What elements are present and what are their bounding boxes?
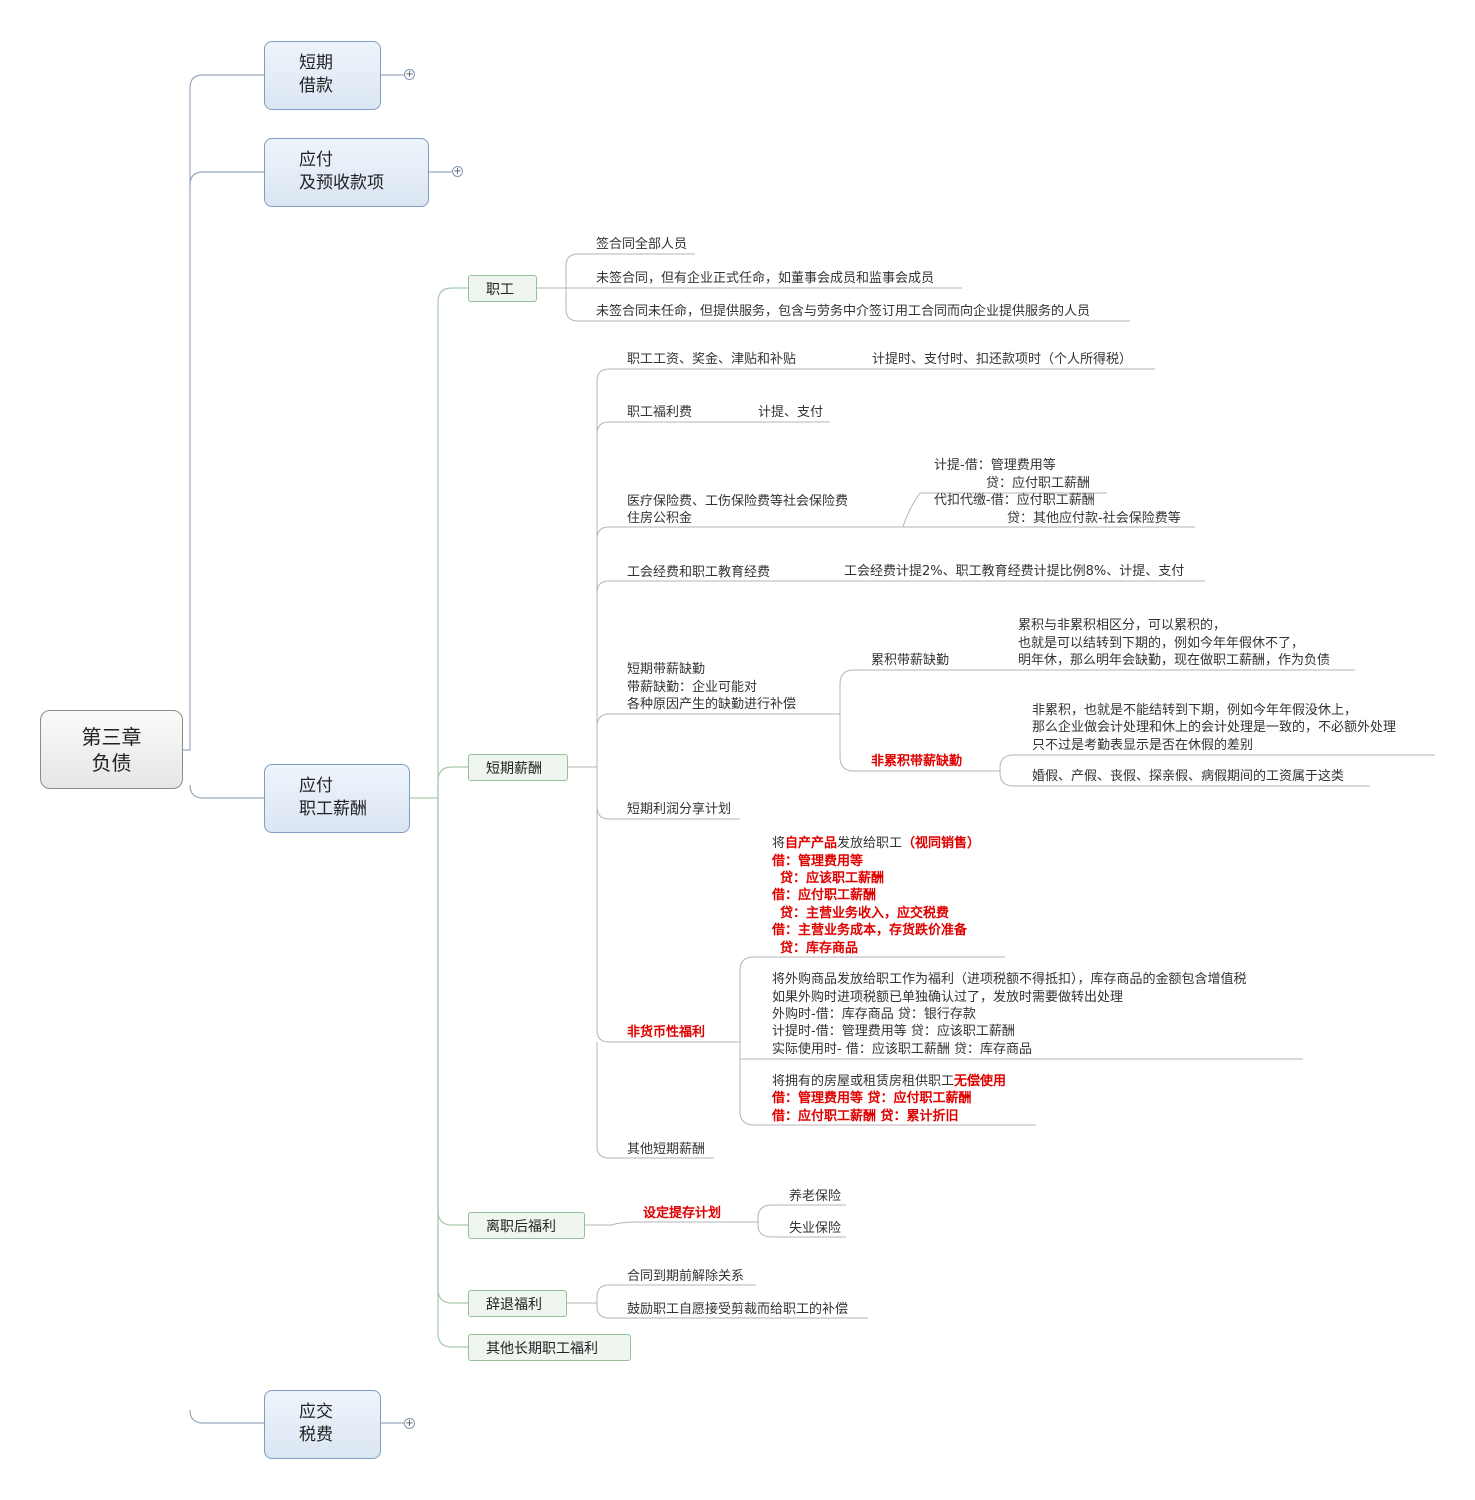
noncumulative-note[interactable]: 婚假、产假、丧假、探亲假、病假期间的工资属于这类 — [1032, 769, 1345, 784]
housing-title[interactable]: 将拥有的房屋或租赁房租供职工无偿使用 — [772, 1073, 1006, 1090]
own-products-title[interactable]: 将自产产品发放给职工（视同销售） — [772, 835, 980, 852]
housing-entry[interactable]: 借：应付职工薪酬 贷：累计折旧 — [772, 1109, 959, 1124]
topic-short-loan-line2: 借款 — [299, 76, 333, 96]
cumulative-note[interactable]: 累积与非累积相区分，可以累积的， — [1018, 618, 1227, 633]
bought-goods-line[interactable]: 外购时-借：库存商品 贷：银行存款 — [772, 1007, 976, 1022]
absence-label-line1[interactable]: 短期带薪缺勤 — [627, 662, 706, 677]
topic-taxes-line2: 税费 — [299, 1425, 333, 1445]
cumulative-note[interactable]: 明年休，那么明年会缺勤，现在做职工薪酬，作为负债 — [1018, 653, 1331, 668]
insurance-label-line1[interactable]: 医疗保险费、工伤保险费等社会保险费 — [627, 494, 849, 509]
cumulative-absence[interactable]: 累积带薪缺勤 — [871, 653, 950, 668]
wages-note[interactable]: 计提时、支付时、扣还款项时（个人所得税） — [872, 352, 1133, 367]
text-segment: 将 — [772, 836, 786, 851]
text-highlight: （视同销售） — [902, 836, 981, 851]
central-topic[interactable]: 第三章 负债 — [40, 710, 183, 789]
unemployment-insurance[interactable]: 失业保险 — [789, 1221, 842, 1236]
staff-item[interactable]: 未签合同未任命，但提供服务，包含与劳务中介签订用工合同而向企业提供服务的人员 — [596, 304, 1091, 319]
pension-insurance[interactable]: 养老保险 — [789, 1189, 842, 1204]
nonmonetary-benefit[interactable]: 非货币性福利 — [627, 1025, 706, 1040]
central-topic-line2: 负债 — [91, 750, 132, 775]
own-products-entry[interactable]: 借：主营业务成本，存货跌价准备 — [772, 923, 968, 938]
topic-payables[interactable]: 应付 及预收款项 — [264, 138, 429, 207]
text-highlight: 自产产品 — [785, 836, 838, 851]
topic-taxes[interactable]: 应交 税费 — [264, 1390, 381, 1459]
bought-goods-line[interactable]: 实际使用时- 借：应该职工薪酬 贷：库存商品 — [772, 1042, 1032, 1057]
noncumulative-note[interactable]: 那么企业做会计处理和休上的会计处理是一致的，不必额外处理 — [1032, 720, 1397, 735]
noncumulative-note[interactable]: 只不过是考勤表显示是否在休假的差别 — [1032, 738, 1254, 753]
expand-icon[interactable]: + — [404, 69, 415, 80]
expand-icon[interactable]: + — [452, 166, 463, 177]
cumulative-note[interactable]: 也就是可以结转到下期的，例如今年年假休不了， — [1018, 636, 1305, 651]
staff-item[interactable]: 未签合同，但有企业正式任命，如董事会成员和监事会成员 — [596, 271, 935, 286]
profit-sharing[interactable]: 短期利润分享计划 — [627, 802, 732, 817]
insurance-label-line2[interactable]: 住房公积金 — [627, 511, 693, 526]
noncumulative-absence[interactable]: 非累积带薪缺勤 — [871, 754, 963, 769]
topic-payables-line2: 及预收款项 — [299, 173, 384, 193]
own-products-entry[interactable]: 贷：应该职工薪酬 — [780, 871, 885, 886]
subtopic-other-long-term[interactable]: 其他长期职工福利 — [468, 1334, 631, 1361]
insurance-note[interactable]: 代扣代缴-借：应付职工薪酬 — [934, 493, 1095, 508]
union-note[interactable]: 工会经费计提2%、职工教育经费计提比例8%、计提、支付 — [844, 564, 1185, 579]
welfare-note[interactable]: 计提、支付 — [758, 405, 824, 420]
expand-icon[interactable]: + — [404, 1418, 415, 1429]
bought-goods-line[interactable]: 如果外购时进项税额已单独确认过了，发放时需要做转出处理 — [772, 990, 1124, 1005]
insurance-note[interactable]: 贷：其他应付款-社会保险费等 — [1007, 511, 1181, 526]
topic-short-loan[interactable]: 短期 借款 — [264, 41, 381, 110]
text-segment: 发放给职工 — [837, 836, 903, 851]
housing-entry[interactable]: 借：管理费用等 贷：应付职工薪酬 — [772, 1091, 972, 1106]
union-label[interactable]: 工会经费和职工教育经费 — [627, 565, 771, 580]
topic-taxes-line1: 应交 — [299, 1402, 333, 1422]
absence-label-line2[interactable]: 带薪缺勤：企业可能对 — [627, 680, 758, 695]
text-highlight: 无偿使用 — [954, 1074, 1007, 1089]
absence-label-line3[interactable]: 各种原因产生的缺勤进行补偿 — [627, 697, 797, 712]
own-products-entry[interactable]: 贷：主营业务收入，应交税费 — [780, 906, 950, 921]
insurance-note[interactable]: 贷：应付职工薪酬 — [986, 476, 1091, 491]
topic-payroll-line1: 应付 — [299, 776, 333, 796]
topic-payables-line1: 应付 — [299, 150, 333, 170]
termination-item[interactable]: 合同到期前解除关系 — [627, 1269, 745, 1284]
staff-item[interactable]: 签合同全部人员 — [596, 237, 688, 252]
topic-payroll[interactable]: 应付 职工薪酬 — [264, 764, 410, 833]
text-segment: 将拥有的房屋或租赁房租供职工 — [772, 1074, 955, 1089]
topic-short-loan-line1: 短期 — [299, 53, 333, 73]
topic-payroll-line2: 职工薪酬 — [299, 799, 367, 819]
noncumulative-note[interactable]: 非累积，也就是不能结转到下期，例如今年年假没休上， — [1032, 703, 1358, 718]
welfare-label[interactable]: 职工福利费 — [627, 405, 693, 420]
termination-item[interactable]: 鼓励职工自愿接受剪裁而给职工的补偿 — [627, 1302, 849, 1317]
subtopic-post-employment[interactable]: 离职后福利 — [468, 1212, 585, 1239]
subtopic-staff[interactable]: 职工 — [468, 275, 537, 302]
subtopic-termination[interactable]: 辞退福利 — [468, 1290, 567, 1317]
bought-goods-line[interactable]: 将外购商品发放给职工作为福利（进项税额不得抵扣），库存商品的金额包含增值税 — [772, 972, 1247, 987]
bought-goods-line[interactable]: 计提时-借：管理费用等 贷：应该职工薪酬 — [772, 1024, 1015, 1039]
insurance-note[interactable]: 计提-借：管理费用等 — [934, 458, 1056, 473]
central-topic-line1: 第三章 — [81, 724, 142, 749]
defined-contribution-plan[interactable]: 设定提存计划 — [643, 1206, 722, 1221]
own-products-entry[interactable]: 借：应付职工薪酬 — [772, 888, 877, 903]
subtopic-short-pay[interactable]: 短期薪酬 — [468, 754, 568, 781]
wages-label[interactable]: 职工工资、奖金、津贴和补贴 — [627, 352, 797, 367]
own-products-entry[interactable]: 借：管理费用等 — [772, 854, 864, 869]
other-short-pay[interactable]: 其他短期薪酬 — [627, 1142, 706, 1157]
own-products-entry[interactable]: 贷：库存商品 — [780, 941, 859, 956]
